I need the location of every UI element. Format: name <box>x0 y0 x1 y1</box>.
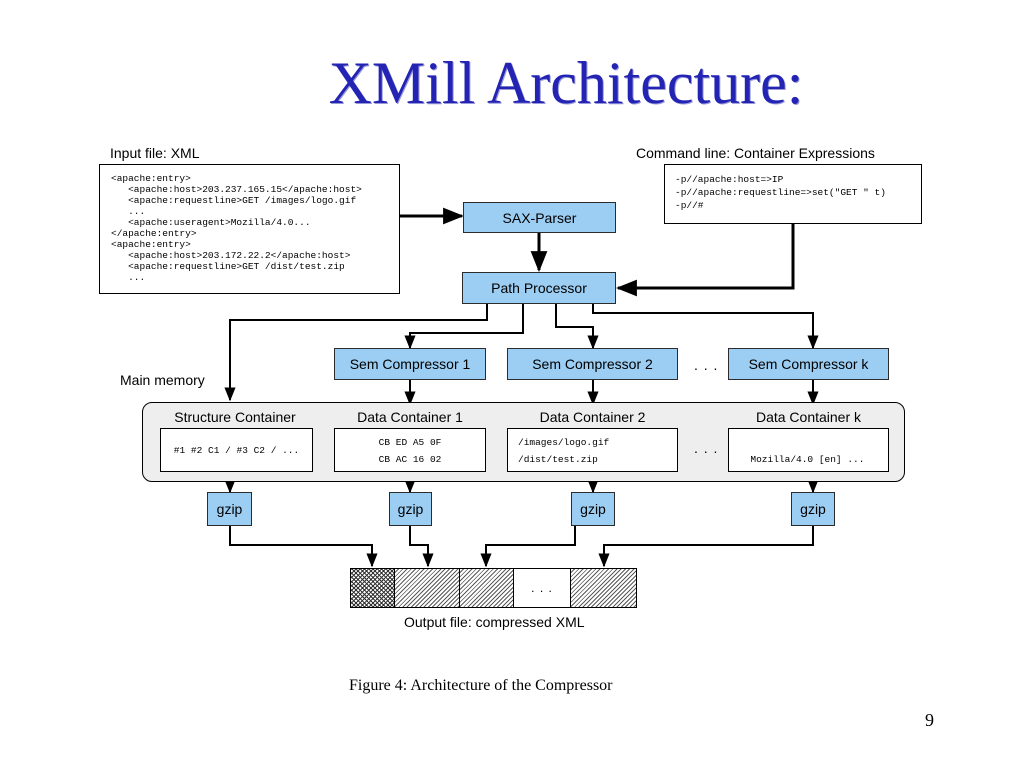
input-line: ... <box>111 272 146 283</box>
command-line: -p//apache:requestline=>set("GET " t) <box>675 187 886 198</box>
arrow-gzip3-to-output <box>480 526 576 568</box>
data-container-1-line: CB AC 16 02 <box>378 454 442 465</box>
input-line: ... <box>111 206 146 217</box>
data-container-1-title: Data Container 1 <box>357 409 463 425</box>
arrow-path-to-structure <box>224 304 488 402</box>
data-container-1-box: CB ED A5 0F CB AC 16 02 <box>334 428 486 472</box>
structure-container-box: #1 #2 C1 / #3 C2 / ... <box>160 428 313 472</box>
sem-compressor-2: Sem Compressor 2 <box>507 348 678 380</box>
output-segment-data2 <box>460 569 514 607</box>
data-container-2-box: /images/logo.gif /dist/test.zip <box>507 428 678 472</box>
arrow-gzip1-to-output <box>229 526 378 568</box>
output-file-label: Output file: compressed XML <box>404 614 585 630</box>
sem-ellipsis: . . . <box>694 357 719 373</box>
output-segment-structure <box>351 569 395 607</box>
input-line: <apache:entry> <box>111 239 191 250</box>
path-processor-node: Path Processor <box>462 272 616 304</box>
output-segment-ellipsis: . . . <box>514 569 571 607</box>
output-segment-datak <box>571 569 636 607</box>
command-line: -p//apache:host=>IP <box>675 174 784 185</box>
structure-container-content: #1 #2 C1 / #3 C2 / ... <box>173 444 300 456</box>
data-container-k-box: Mozilla/4.0 [en] ... <box>728 428 889 472</box>
data-container-2-line: /images/logo.gif <box>518 437 610 448</box>
gzip-node: gzip <box>791 492 835 526</box>
command-line-box: -p//apache:host=>IP -p//apache:requestli… <box>664 164 922 224</box>
output-ellipsis: . . . <box>531 581 553 595</box>
input-file-label: Input file: XML <box>110 145 200 161</box>
input-line: <apache:host>203.172.22.2</apache:host> <box>111 250 351 261</box>
container-ellipsis: . . . <box>694 440 719 456</box>
output-segment-data1 <box>395 569 460 607</box>
sem-compressor-k: Sem Compressor k <box>728 348 889 380</box>
arrow-cmd-to-path <box>615 224 795 297</box>
structure-container-title: Structure Container <box>174 409 296 425</box>
figure-caption: Figure 4: Architecture of the Compressor <box>349 677 613 694</box>
data-container-1-line: CB ED A5 0F <box>378 437 442 448</box>
input-line: <apache:requestline>GET /images/logo.gif <box>111 195 357 206</box>
arrow-path-to-semk <box>592 304 819 350</box>
gzip-node: gzip <box>389 492 432 526</box>
input-line: </apache:entry> <box>111 228 197 239</box>
arrow-gzip2-to-output <box>409 526 434 568</box>
input-file-box: <apache:entry> <apache:host>203.237.165.… <box>99 164 400 294</box>
data-container-k-title: Data Container k <box>755 409 862 425</box>
input-line: <apache:useragent>Mozilla/4.0... <box>111 217 311 228</box>
data-container-2-line: /dist/test.zip <box>518 454 598 465</box>
sax-parser-node: SAX-Parser <box>463 202 616 233</box>
input-line: <apache:entry> <box>111 173 191 184</box>
input-line: <apache:host>203.237.165.15</apache:host… <box>111 184 362 195</box>
page-number: 9 <box>925 710 934 730</box>
data-container-2-title: Data Container 2 <box>539 409 646 425</box>
arrow-gzip4-to-output <box>598 526 814 568</box>
slide-title: XMill Architecture: <box>328 50 804 116</box>
sem-compressor-1: Sem Compressor 1 <box>334 348 486 380</box>
input-line: <apache:requestline>GET /dist/test.zip <box>111 261 345 272</box>
command-line-label: Command line: Container Expressions <box>636 145 875 161</box>
gzip-node: gzip <box>571 492 615 526</box>
gzip-node: gzip <box>207 492 252 526</box>
arrow-path-to-sem1 <box>404 304 524 350</box>
data-container-k-content: Mozilla/4.0 [en] ... <box>750 454 865 465</box>
arrow-path-to-sem2 <box>555 304 599 350</box>
command-line: -p//# <box>675 200 704 211</box>
output-file-strip: . . . <box>350 568 637 608</box>
main-memory-label: Main memory <box>120 372 205 388</box>
